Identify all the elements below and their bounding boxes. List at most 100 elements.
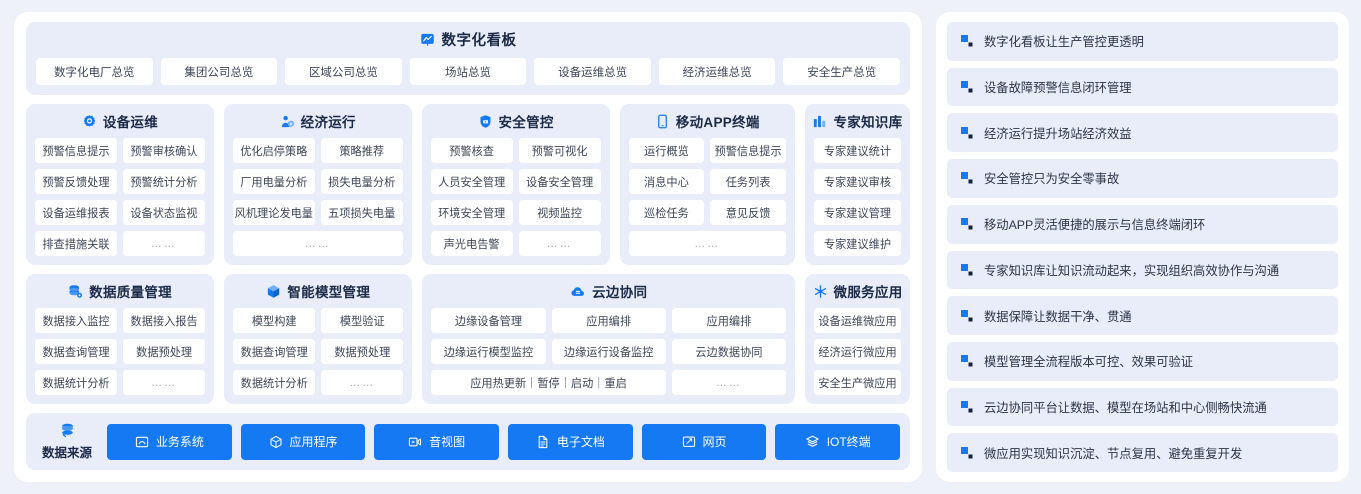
cell-model-build[interactable]: 模型构建 xyxy=(233,308,316,333)
cell-loss-power-analysis[interactable]: 损失电量分析 xyxy=(320,169,403,194)
tab-group-company[interactable]: 集团公司总览 xyxy=(160,58,278,85)
cell-edge-device-monitor[interactable]: 边缘运行设备监控 xyxy=(551,339,666,364)
cell-alert-info[interactable]: 预警信息提示 xyxy=(35,138,117,163)
cell-measure-link[interactable]: 排查措施关联 xyxy=(35,231,117,256)
benefit-item-economic[interactable]: 经济运行提升场站经济效益 xyxy=(947,113,1338,153)
benefit-item-mobile-app[interactable]: 移动APP灵活便捷的展示与信息终端闭环 xyxy=(947,204,1338,244)
cell-data-stats-analysis[interactable]: 数据统计分析 xyxy=(233,370,316,395)
database-icon xyxy=(59,422,76,439)
cell-safety-microapp[interactable]: 安全生产微应用 xyxy=(814,370,902,395)
cell-task-list[interactable]: 任务列表 xyxy=(710,169,786,194)
cell-data-ingest-monitor[interactable]: 数据接入监控 xyxy=(35,308,118,333)
cell-model-validate[interactable]: 模型验证 xyxy=(321,308,404,333)
cell-more[interactable]: …… xyxy=(122,231,205,256)
card-knowledge-base-label: 专家知识库 xyxy=(833,115,903,130)
square-bullet-icon xyxy=(961,355,973,367)
cell-app-orchestration-1[interactable]: 应用编排 xyxy=(551,308,666,333)
tab-digital-plant[interactable]: 数字化电厂总览 xyxy=(36,58,153,85)
data-source-business-system[interactable]: 业务系统 xyxy=(107,423,232,460)
cell-personnel-safety[interactable]: 人员安全管理 xyxy=(430,169,513,194)
tab-economic-ops[interactable]: 经济运维总览 xyxy=(658,58,776,85)
cell-ops-report[interactable]: 设备运维报表 xyxy=(35,200,117,225)
square-bullet-icon xyxy=(961,35,973,47)
card-economic-title: ¥ 经济运行 xyxy=(233,111,403,131)
benefit-item-data-guarantee[interactable]: 数据保障让数据干净、贯通 xyxy=(947,296,1338,335)
cell-data-stats-analysis[interactable]: 数据统计分析 xyxy=(35,370,118,395)
benefit-item-safety[interactable]: 安全管控只为安全零事故 xyxy=(947,159,1338,198)
cell-app-orchestration-2[interactable]: 应用编排 xyxy=(671,308,787,333)
cell-audio-light-alarm[interactable]: 声光电告警 xyxy=(430,231,513,256)
cell-more[interactable]: …… xyxy=(232,231,403,256)
card-device-ops-title: 设备运维 xyxy=(35,111,205,131)
cell-plant-power-analysis[interactable]: 厂用电量分析 xyxy=(232,169,315,194)
benefit-item-microapp[interactable]: 微应用实现知识沉淀、节点复用、避免重复开发 xyxy=(947,433,1338,473)
cell-alert-visualization[interactable]: 预警可视化 xyxy=(518,138,601,163)
cell-alert-review[interactable]: 预警审核确认 xyxy=(122,138,205,163)
cell-alert-check[interactable]: 预警核查 xyxy=(430,138,513,163)
cell-expert-advice-review[interactable]: 专家建议审核 xyxy=(813,169,901,194)
cell-expert-advice-stats[interactable]: 专家建议统计 xyxy=(813,138,901,163)
cell-alert-feedback[interactable]: 预警反馈处理 xyxy=(35,169,117,194)
cell-alert-info[interactable]: 预警信息提示 xyxy=(710,138,786,163)
cell-run-overview[interactable]: 运行概览 xyxy=(628,138,705,163)
benefit-item-model-management[interactable]: 模型管理全流程版本可控、效果可验证 xyxy=(947,341,1338,381)
cell-device-ops-microapp[interactable]: 设备运维微应用 xyxy=(814,308,902,333)
cell-app-hot-update[interactable]: 应用热更新｜暂停｜启动｜重启 xyxy=(431,370,666,395)
micro-app-icon xyxy=(813,284,828,299)
benefit-item-fault-alert[interactable]: 设备故障预警信息闭环管理 xyxy=(947,67,1338,107)
cell-edge-model-monitor[interactable]: 边缘运行模型监控 xyxy=(431,339,546,364)
cell-device-safety[interactable]: 设备安全管理 xyxy=(518,169,601,194)
card-microservice: 微服务应用 设备运维微应用 经济运行微应用 安全生产微应用 xyxy=(805,274,911,404)
data-source-webpage[interactable]: 网页 xyxy=(641,423,767,460)
benefit-item-cloud-edge[interactable]: 云边协同平台让数据、模型在场站和中心侧畅快流通 xyxy=(947,387,1338,427)
benefit-item-label: 数字化看板让生产管控更透明 xyxy=(984,35,1144,50)
dashboard-chart-icon xyxy=(420,32,435,47)
square-bullet-icon xyxy=(961,446,973,459)
cell-feedback[interactable]: 意见反馈 xyxy=(710,200,786,225)
cell-five-losses[interactable]: 五项损失电量 xyxy=(320,200,403,225)
cell-environment-safety[interactable]: 环境安全管理 xyxy=(430,200,513,225)
cell-economic-microapp[interactable]: 经济运行微应用 xyxy=(814,339,902,364)
cell-data-ingest-report[interactable]: 数据接入报告 xyxy=(123,308,206,333)
tab-station[interactable]: 场站总览 xyxy=(409,58,527,85)
data-source-iot-terminal[interactable]: IOT终端 xyxy=(775,423,901,460)
cell-strategy-recommend[interactable]: 策略推荐 xyxy=(320,138,403,163)
cell-data-query-manage[interactable]: 数据查询管理 xyxy=(35,339,118,364)
tab-safety-production[interactable]: 安全生产总览 xyxy=(783,58,901,85)
cell-video-monitor[interactable]: 视频监控 xyxy=(518,200,601,225)
tab-regional-company[interactable]: 区域公司总览 xyxy=(285,58,402,85)
data-source-audio-video[interactable]: 音视图 xyxy=(374,423,500,460)
benefit-item-dashboard[interactable]: 数字化看板让生产管控更透明 xyxy=(947,22,1338,61)
card-data-quality: 数据质量管理 数据接入监控 数据接入报告 数据查询管理 数据预处理 数据统计分析… xyxy=(26,274,215,404)
cell-expert-advice-manage[interactable]: 专家建议管理 xyxy=(813,200,901,225)
cube-icon xyxy=(269,435,283,449)
cell-more[interactable]: …… xyxy=(123,370,206,395)
cell-message-center[interactable]: 消息中心 xyxy=(628,169,705,194)
cell-device-status[interactable]: 设备状态监视 xyxy=(122,200,205,225)
cell-optimize-strategy[interactable]: 优化启停策略 xyxy=(232,138,315,163)
benefit-item-label: 微应用实现知识沉淀、节点复用、避免重复开发 xyxy=(984,446,1243,461)
cell-inspection-task[interactable]: 巡检任务 xyxy=(628,200,705,225)
cell-edge-device-manage[interactable]: 边缘设备管理 xyxy=(431,308,546,333)
cell-more[interactable]: …… xyxy=(518,231,601,256)
cell-more[interactable]: …… xyxy=(321,370,404,395)
card-mobile-app-label: 移动APP终端 xyxy=(675,115,760,130)
cell-data-query-manage[interactable]: 数据查询管理 xyxy=(233,339,316,364)
card-cloud-edge-label: 云边协同 xyxy=(592,285,648,300)
data-source-application[interactable]: 应用程序 xyxy=(240,423,366,460)
cell-theoretical-generation[interactable]: 风机理论发电量 xyxy=(232,200,315,225)
benefit-item-knowledge[interactable]: 专家知识库让知识流动起来，实现组织高效协作与沟通 xyxy=(947,250,1338,290)
cell-data-preprocess[interactable]: 数据预处理 xyxy=(321,339,404,364)
cell-alert-stats[interactable]: 预警统计分析 xyxy=(122,169,205,194)
video-icon xyxy=(408,435,422,449)
card-microservice-label: 微服务应用 xyxy=(833,285,903,300)
data-source-electronic-document[interactable]: 电子文档 xyxy=(508,423,633,460)
cell-more[interactable]: …… xyxy=(628,231,786,256)
card-cloud-edge-grid: 边缘设备管理 应用编排 应用编排 边缘运行模型监控 边缘运行设备监控 云边数据协… xyxy=(431,308,787,395)
cell-data-preprocess[interactable]: 数据预处理 xyxy=(123,339,206,364)
card-mobile-app: 移动APP终端 运行概览 预警信息提示 消息中心 任务列表 巡检任务 意见反馈 … xyxy=(619,104,795,265)
cell-cloud-edge-data-sync[interactable]: 云边数据协同 xyxy=(671,339,787,364)
cell-expert-advice-maintain[interactable]: 专家建议维护 xyxy=(813,231,901,256)
tab-device-ops[interactable]: 设备运维总览 xyxy=(534,58,651,85)
cell-more[interactable]: …… xyxy=(671,370,787,395)
